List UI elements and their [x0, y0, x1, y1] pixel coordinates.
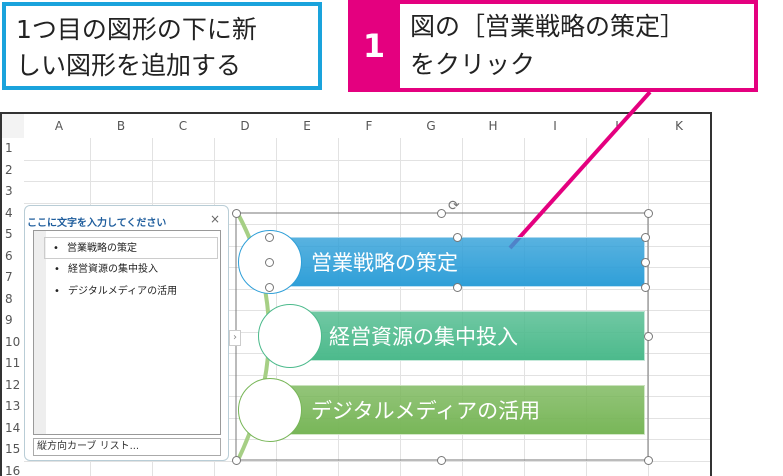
- row-header[interactable]: 9: [5, 313, 13, 327]
- resize-handle[interactable]: [643, 331, 653, 341]
- gridline: [24, 460, 710, 462]
- resize-handle[interactable]: [436, 455, 446, 465]
- resize-handle[interactable]: [640, 282, 650, 292]
- gridline: [586, 138, 587, 476]
- smartart-circle[interactable]: [238, 378, 302, 442]
- gridline: [24, 439, 710, 440]
- column-header[interactable]: E: [303, 119, 311, 133]
- column-header[interactable]: A: [54, 119, 64, 133]
- pane-item[interactable]: 営業戦略の策定: [44, 237, 218, 260]
- column-header[interactable]: G: [426, 119, 436, 133]
- text-pane: ここに文字を入力してください × 営業戦略の策定 経営資源の集中投入 デジタルメ…: [24, 205, 229, 461]
- gridline: [400, 138, 401, 476]
- smartart-shape[interactable]: 営業戦略の策定: [270, 237, 645, 287]
- step-line: 図の［営業戦略の策定］: [410, 12, 686, 41]
- gridline: [24, 310, 710, 311]
- callout-line: しい図形を追加する: [16, 51, 242, 80]
- row-header[interactable]: 10: [5, 334, 21, 349]
- resize-handle[interactable]: [640, 232, 650, 242]
- column-header[interactable]: I: [553, 119, 557, 133]
- column-header[interactable]: F: [365, 119, 373, 133]
- step-number: 1: [362, 27, 386, 65]
- resize-handle[interactable]: [452, 232, 462, 242]
- row-header[interactable]: 4: [5, 205, 13, 220]
- row-header[interactable]: 11: [5, 356, 21, 370]
- gridline: [24, 224, 710, 225]
- row-header[interactable]: 12: [5, 377, 21, 392]
- pane-item[interactable]: デジタルメディアの活用: [46, 281, 220, 303]
- row-header[interactable]: 3: [5, 184, 13, 198]
- resize-handle[interactable]: [264, 282, 274, 292]
- rotate-handle-icon[interactable]: ⟳: [448, 198, 460, 214]
- resize-handle[interactable]: [231, 455, 241, 465]
- resize-handle[interactable]: [452, 282, 462, 292]
- pane-list: 営業戦略の策定 経営資源の集中投入 デジタルメディアの活用: [33, 230, 221, 435]
- pointer-line: [508, 90, 652, 250]
- column-header[interactable]: K: [675, 119, 683, 133]
- row-header[interactable]: 15: [5, 442, 21, 456]
- step-text: 図の［営業戦略の策定］ をクリック: [400, 4, 754, 88]
- column-header[interactable]: B: [116, 119, 126, 133]
- column-header[interactable]: C: [178, 119, 188, 133]
- row-header[interactable]: 1: [5, 141, 13, 155]
- row-header[interactable]: 16: [5, 463, 21, 476]
- close-icon[interactable]: ×: [209, 212, 220, 226]
- resize-handle[interactable]: [643, 455, 653, 465]
- gridline: [24, 288, 710, 290]
- resize-handle[interactable]: [264, 257, 274, 267]
- gridline: [24, 374, 710, 376]
- instruction-callout: 1つ目の図形の下に新 しい図形を追加する: [2, 2, 322, 90]
- select-all[interactable]: [2, 114, 24, 138]
- expand-pane-button[interactable]: ›: [229, 330, 241, 346]
- gridline: [462, 138, 463, 476]
- resize-handle[interactable]: [264, 232, 274, 242]
- row-header[interactable]: 5: [5, 227, 13, 241]
- resize-handle[interactable]: [640, 257, 650, 267]
- row-header[interactable]: 2: [5, 162, 13, 177]
- row-header[interactable]: 6: [5, 248, 13, 263]
- column-header[interactable]: D: [240, 119, 250, 133]
- pane-item[interactable]: 経営資源の集中投入: [46, 259, 220, 281]
- smartart-shape[interactable]: 経営資源の集中投入: [300, 311, 645, 361]
- gridline: [524, 138, 525, 476]
- column-header[interactable]: H: [488, 119, 498, 133]
- gridline: [24, 202, 710, 204]
- smartart-shape[interactable]: デジタルメディアの活用: [270, 385, 645, 435]
- gridline: [24, 181, 710, 182]
- row-header[interactable]: 13: [5, 399, 21, 413]
- gridline: [338, 138, 339, 476]
- smartart-circle[interactable]: [258, 304, 322, 368]
- resize-handle[interactable]: [231, 208, 241, 218]
- callout-line: 1つ目の図形の下に新: [16, 15, 257, 44]
- gridline: [24, 159, 710, 161]
- row-header[interactable]: 14: [5, 420, 21, 435]
- step-line: をクリック: [410, 50, 536, 79]
- pane-title: ここに文字を入力してください: [27, 218, 167, 229]
- row-header[interactable]: 8: [5, 291, 13, 306]
- row-header[interactable]: 7: [5, 270, 13, 284]
- resize-handle[interactable]: [436, 208, 446, 218]
- step-callout: 1 図の［営業戦略の策定］ をクリック: [348, 0, 758, 92]
- resize-handle[interactable]: [643, 208, 653, 218]
- pane-strip: [34, 231, 46, 434]
- layout-name: 縦方向カーブ リスト...: [33, 438, 221, 456]
